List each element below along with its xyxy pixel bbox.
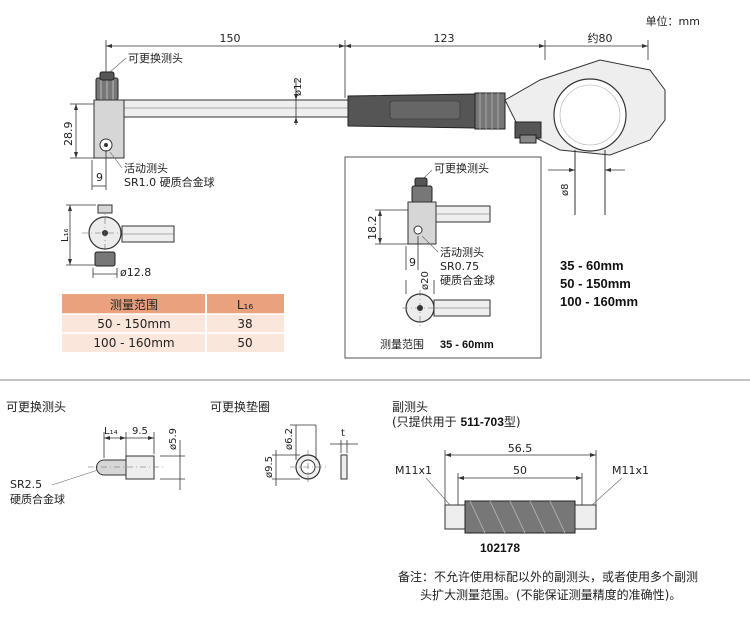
dial-stem <box>548 150 625 215</box>
dim-phi9-5: ø9.5 <box>264 456 275 478</box>
part-number: 102178 <box>480 541 520 555</box>
dim-phi5-9: ø5.9 <box>168 428 179 450</box>
range-50-150: 50 - 150mm <box>560 276 631 291</box>
dim-phi12-8: ø12.8 <box>120 266 151 279</box>
inset-range-value: 35 - 60mm <box>440 339 494 351</box>
dim-28-9: 28.9 <box>62 122 75 147</box>
head-side-view <box>66 204 175 278</box>
dim-phi12-lines <box>294 80 298 125</box>
dim-approx-80: 约80 <box>588 32 613 45</box>
unit-label: 单位：mm <box>646 14 700 28</box>
range-35-60: 35 - 60mm <box>560 258 624 273</box>
handle-grip <box>347 92 506 130</box>
bottom-right-title: 副测头 <box>392 400 428 414</box>
dim-123: 123 <box>434 32 455 45</box>
footnote-line2: 头扩大测量范围。(不能保证测量精度的准确性)。 <box>420 587 681 602</box>
footnote-line1: 备注：不允许使用标配以外的副测头，或者使用多个副测 <box>398 569 698 584</box>
inset-label-ball-size: SR0.75 <box>440 260 479 273</box>
range-100-160: 100 - 160mm <box>560 294 638 309</box>
top-dimension-line <box>105 40 649 98</box>
gauge-rod <box>119 99 349 118</box>
label-m11x1-left: M11x1 <box>395 464 432 477</box>
label-movable-head: 活动测头 <box>124 162 168 175</box>
dim-phi8: ø8 <box>560 184 571 196</box>
inset-dim-phi20: ø20 <box>420 271 431 290</box>
table-header-range: 测量范围 <box>110 298 158 312</box>
dim-9-lines <box>91 150 107 190</box>
dim-phi6-2: ø6.2 <box>284 428 295 450</box>
dim-50: 50 <box>513 464 527 477</box>
dim-9-5: 9.5 <box>132 426 148 437</box>
aux-head-drawing <box>425 450 623 534</box>
inset-label-replaceable-head: 可更换测头 <box>434 161 489 175</box>
replaceable-tip <box>51 432 185 490</box>
label-m11x1-right: M11x1 <box>612 464 649 477</box>
aux-head-note: (只提供用于 511-703型) <box>392 414 521 429</box>
dim-56-5: 56.5 <box>508 442 533 455</box>
table-cell: 50 - 150mm <box>97 317 171 331</box>
bottom-mid-title: 可更换垫圈 <box>210 399 270 414</box>
label-carbide-ball: 硬质合金球 <box>10 492 65 506</box>
range-table <box>62 294 284 352</box>
inset-label-movable-head: 活动测头 <box>440 246 484 259</box>
table-cell: 50 <box>237 336 252 350</box>
dim-150: 150 <box>220 32 241 45</box>
dim-l16: L₁₆ <box>60 228 71 242</box>
label-replaceable-head: 可更换测头 <box>128 51 183 65</box>
dial-indicator <box>504 59 666 156</box>
bottom-left-title: 可更换测头 <box>6 400 66 414</box>
inset-dim-18-2: 18.2 <box>366 216 379 241</box>
dim-28-9-lines <box>70 103 94 159</box>
table-cell: 38 <box>237 317 252 331</box>
label-sr2-5: SR2.5 <box>10 478 42 491</box>
inset-label-ball-material: 硬质合金球 <box>440 273 495 287</box>
dim-9: 9 <box>96 171 103 184</box>
dim-phi12: ø12 <box>293 77 304 96</box>
table-header-l16: L₁₆ <box>237 298 253 312</box>
table-cell: 100 - 160mm <box>93 336 174 350</box>
left-measuring-head <box>93 71 125 159</box>
dim-l14: L₁₄ <box>104 426 118 437</box>
inset-box <box>344 156 542 359</box>
dim-t: t <box>341 428 345 439</box>
inset-side-view <box>402 280 491 326</box>
washer-drawing <box>272 424 358 486</box>
inset-head <box>375 177 491 270</box>
inset-dim-9: 9 <box>409 256 416 269</box>
label-ball: SR1.0 硬质合金球 <box>124 175 215 189</box>
inset-range-label: 测量范围 <box>380 337 424 351</box>
